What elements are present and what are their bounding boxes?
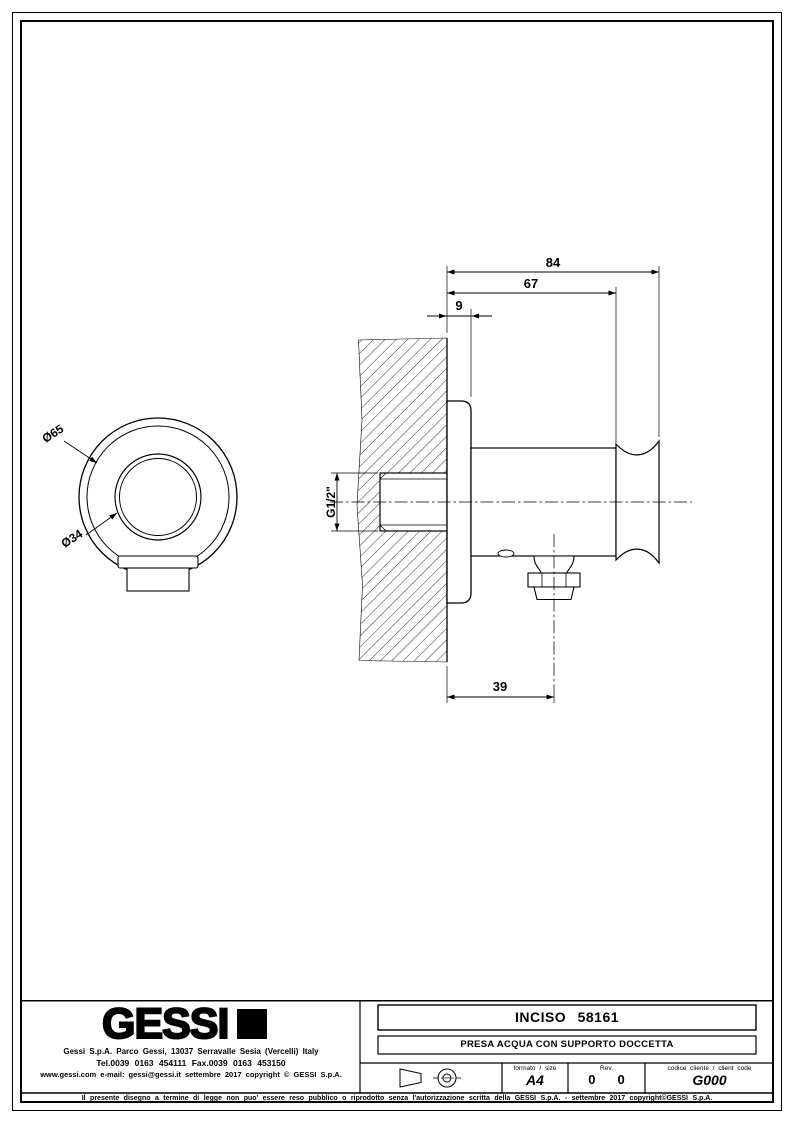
dia65-label: Ø65	[39, 421, 66, 445]
gessi-logo: GESSI	[101, 1002, 267, 1047]
client-code-value: G000	[692, 1072, 727, 1088]
rev-label: Rev.	[600, 1065, 613, 1072]
title-block-grid	[20, 1000, 774, 1094]
diameter-callouts	[63, 440, 118, 536]
dimension-lines	[334, 269, 659, 700]
sheet-inner-border	[20, 20, 774, 1103]
dia34-label: Ø34	[58, 526, 85, 550]
flange-inner-rim-circle	[86, 425, 230, 569]
rev-value-2: 0	[617, 1072, 625, 1087]
rev-value-1: 0	[588, 1072, 596, 1087]
technical-drawing: Ø65 Ø34	[39, 255, 692, 703]
dim-67-label: 67	[524, 276, 538, 291]
centerlines	[330, 501, 692, 690]
flange-outer-circle	[78, 417, 238, 577]
boss-outer-circle	[114, 453, 202, 541]
gessi-logo-square	[237, 1009, 267, 1039]
company-web-email: www.gessi.com e-mail: gessi@gessi.it set…	[40, 1070, 342, 1079]
formato-value: A4	[526, 1072, 544, 1088]
rev-values: 0 0	[569, 1072, 644, 1087]
side-view: 84 67 9 G1/2" 39	[324, 255, 692, 703]
drawing-subtitle: PRESA ACQUA CON SUPPORTO DOCCETTA	[460, 1039, 674, 1050]
dim-g12-label: G1/2"	[324, 486, 338, 518]
copyright-disclaimer: Il presente disegno a termine di legge n…	[81, 1095, 713, 1102]
subtitle-box	[377, 1035, 757, 1055]
gessi-logo-text: GESSI	[102, 1002, 228, 1047]
dim-9-label: 9	[455, 298, 462, 313]
company-phone-fax: Tel.0039 0163 454111 Fax.0039 0163 45315…	[96, 1058, 286, 1068]
projection-symbol-icon	[399, 1068, 461, 1088]
dia65-leader-line	[63, 440, 98, 464]
hook-body	[126, 567, 190, 592]
hook-top-plate	[117, 555, 199, 569]
boss-inner-circle	[119, 458, 197, 536]
formato-label: formato / size	[513, 1065, 557, 1072]
title-box	[377, 1004, 757, 1031]
extension-lines	[331, 266, 660, 703]
company-address: Gessi S.p.A. Parco Gessi, 13037 Serraval…	[63, 1047, 319, 1056]
drawing-title: INCISO 58161	[514, 1009, 620, 1025]
front-view: Ø65 Ø34	[39, 417, 238, 592]
dia34-leader-line	[85, 512, 118, 536]
dim-84-label: 84	[546, 255, 561, 270]
dim-39-label: 39	[493, 679, 507, 694]
sheet-outer-border	[12, 12, 782, 1111]
set-screw-detail	[497, 549, 515, 558]
client-code-label: codice cliente / client code	[667, 1065, 752, 1072]
